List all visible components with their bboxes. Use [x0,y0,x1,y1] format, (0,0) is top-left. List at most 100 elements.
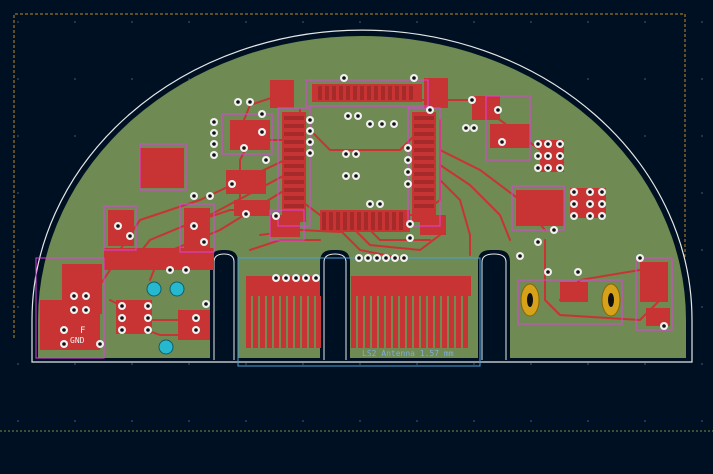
antenna-finger[interactable] [316,296,321,348]
via-icon[interactable] [544,268,552,276]
via-icon[interactable] [404,180,412,188]
via-hole[interactable] [368,202,372,206]
ic-pin[interactable] [414,132,434,136]
via-hole[interactable] [230,182,234,186]
via-hole[interactable] [500,140,504,144]
ic-pin[interactable] [414,164,434,168]
ic-pin[interactable] [402,86,406,100]
via-icon[interactable] [373,254,381,262]
ic-pin[interactable] [284,132,304,136]
via-hole[interactable] [308,129,312,133]
via-hole[interactable] [558,142,562,146]
via-icon[interactable] [202,300,210,308]
via-icon[interactable] [306,149,314,157]
ic-pin[interactable] [414,204,434,208]
antenna-finger[interactable] [414,296,419,348]
via-icon[interactable] [570,212,578,220]
via-hole[interactable] [308,118,312,122]
via-icon[interactable] [70,306,78,314]
via-hole[interactable] [242,146,246,150]
via-hole[interactable] [496,108,500,112]
via-hole[interactable] [408,222,412,226]
antenna-finger[interactable] [295,296,300,348]
via-icon[interactable] [352,172,360,180]
via-hole[interactable] [406,146,410,150]
via-hole[interactable] [202,240,206,244]
via-icon[interactable] [404,168,412,176]
via-hole[interactable] [354,152,358,156]
via-icon[interactable] [60,326,68,334]
via-icon[interactable] [210,140,218,148]
via-hole[interactable] [120,316,124,320]
via-icon[interactable] [470,124,478,132]
ic-pin[interactable] [360,86,364,100]
ic-pin[interactable] [350,212,354,230]
ic-pin[interactable] [381,86,385,100]
via-icon[interactable] [228,180,236,188]
via-hole[interactable] [146,304,150,308]
via-icon[interactable] [574,268,582,276]
ic-pin[interactable] [385,212,389,230]
via-icon[interactable] [366,120,374,128]
via-hole[interactable] [264,158,268,162]
antenna-finger[interactable] [358,296,363,348]
via-icon[interactable] [192,326,200,334]
via-icon[interactable] [382,254,390,262]
via-hole[interactable] [357,256,361,260]
via-hole[interactable] [116,224,120,228]
via-icon[interactable] [404,144,412,152]
footprint-pad[interactable] [490,124,530,148]
via-icon[interactable] [534,238,542,246]
antenna-finger[interactable] [442,296,447,348]
via-icon[interactable] [312,274,320,282]
via-icon[interactable] [70,292,78,300]
via-icon[interactable] [200,238,208,246]
ic-pin[interactable] [392,212,396,230]
vias[interactable] [60,74,668,348]
via-icon[interactable] [144,314,152,322]
ic-pin[interactable] [284,204,304,208]
via-icon[interactable] [210,118,218,126]
via-icon[interactable] [234,98,242,106]
via-hole[interactable] [572,202,576,206]
via-hole[interactable] [536,154,540,158]
via-hole[interactable] [248,100,252,104]
ic-pin[interactable] [336,212,340,230]
via-icon[interactable] [306,138,314,146]
via-icon[interactable] [240,144,248,152]
via-hole[interactable] [194,328,198,332]
via-icon[interactable] [306,116,314,124]
via-hole[interactable] [546,154,550,158]
footprint-pad[interactable] [140,148,184,188]
copper-trace[interactable] [439,164,511,241]
ic-pin[interactable] [364,212,368,230]
ic-pin[interactable] [414,116,434,120]
footprint-pad[interactable] [178,310,210,340]
copper-pads[interactable] [40,78,670,350]
via-hole[interactable] [380,122,384,126]
via-icon[interactable] [598,188,606,196]
via-hole[interactable] [128,234,132,238]
footprint-pad[interactable] [420,215,446,235]
ic-pin[interactable] [414,124,434,128]
antenna-finger[interactable] [281,296,286,348]
via-hole[interactable] [72,294,76,298]
via-icon[interactable] [118,302,126,310]
ic-pin[interactable] [329,212,333,230]
via-hole[interactable] [536,142,540,146]
ic-pin[interactable] [409,86,413,100]
ic-pin[interactable] [399,212,403,230]
via-hole[interactable] [314,276,318,280]
antenna-finger[interactable] [351,296,356,348]
via-icon[interactable] [355,254,363,262]
via-icon[interactable] [636,254,644,262]
via-hole[interactable] [518,254,522,258]
via-icon[interactable] [586,188,594,196]
via-hole[interactable] [412,76,416,80]
via-icon[interactable] [570,200,578,208]
ic-pin[interactable] [414,140,434,144]
via-icon[interactable] [556,164,564,172]
crystal-footprint[interactable] [517,279,623,325]
via-icon[interactable] [210,151,218,159]
footprint-pad[interactable] [104,248,214,270]
